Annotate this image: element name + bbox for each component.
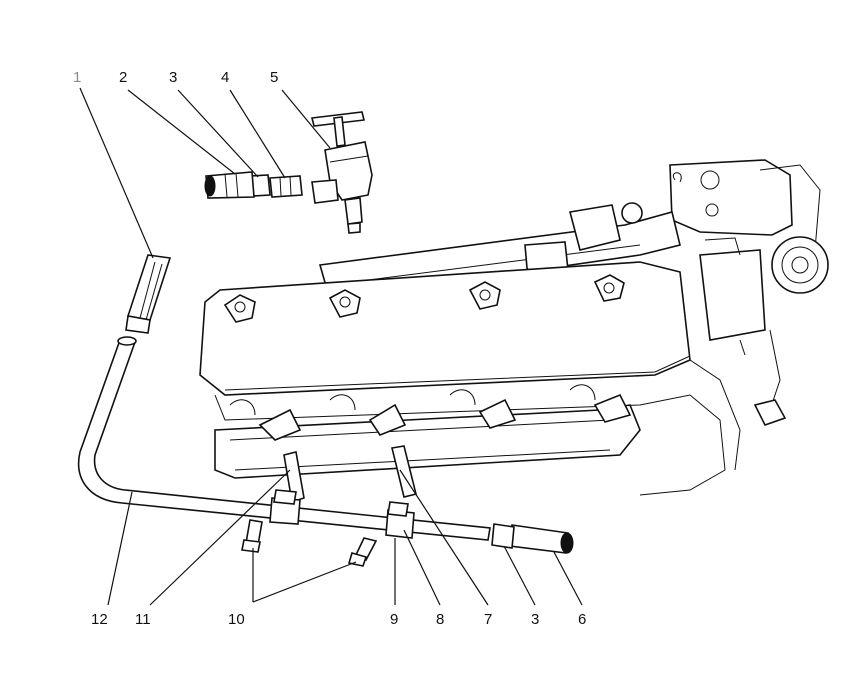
leader-lines [79, 87, 583, 606]
hose-sleeve-part [125, 254, 172, 334]
callout-label-3-top: 3 [169, 69, 177, 86]
pipe-clamp-right [385, 501, 415, 539]
callout-label-7: 7 [484, 611, 492, 628]
cover-nut-4 [593, 274, 625, 302]
cover-nut-3 [468, 281, 501, 310]
nipple-part [269, 175, 303, 198]
engine-block-drawing [199, 159, 829, 504]
callout-label-8: 8 [436, 611, 444, 628]
pipe-clamp-left [269, 489, 301, 525]
drain-pipe-part [78, 336, 491, 541]
bolt-left [241, 519, 263, 553]
hose-end-part [204, 171, 255, 199]
callout-label-6: 6 [578, 611, 586, 628]
valve-tap-part [311, 111, 373, 234]
callout-label-11: 11 [135, 611, 151, 628]
callout-label-3-bottom: 3 [531, 611, 539, 628]
callout-label-10: 10 [228, 611, 245, 628]
bottom-nut-part [491, 523, 515, 549]
callout-label-12: 12 [91, 611, 108, 628]
callout-label-5: 5 [270, 69, 278, 86]
callout-label-2: 2 [119, 69, 127, 86]
cover-nut-1 [223, 294, 256, 323]
bolt-right [347, 537, 378, 567]
cover-nut-2 [328, 289, 361, 318]
bottom-hose-end-part [509, 524, 574, 554]
callout-label-9: 9 [390, 611, 398, 628]
callout-label-4: 4 [221, 69, 229, 86]
callout-label-1: 1 [73, 69, 81, 86]
